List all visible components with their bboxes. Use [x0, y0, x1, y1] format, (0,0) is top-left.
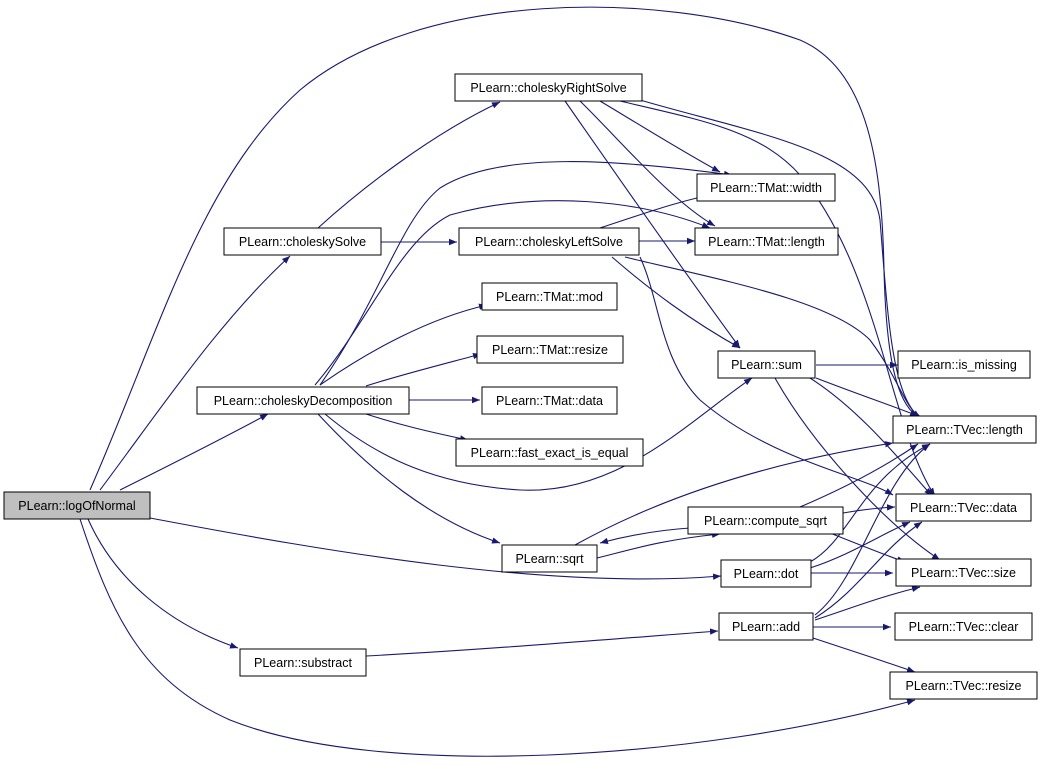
node-fast-exact-is-equal[interactable]: PLearn::fast_exact_is_equal	[455, 438, 644, 467]
node-label: PLearn::TVec::length	[906, 423, 1023, 437]
edge-decomp-tmat-mod	[319, 303, 488, 386]
node-label: PLearn::sqrt	[515, 552, 584, 566]
edge-decomp-sqrt	[317, 413, 501, 544]
node-choleskydecomposition[interactable]: PLearn::choleskyDecomposition	[196, 386, 410, 415]
nodes: PLearn::logOfNormal PLearn::choleskyRigh…	[3, 73, 1038, 700]
node-tvec-size[interactable]: PLearn::TVec::size	[895, 558, 1032, 587]
node-label: PLearn::TVec::data	[910, 501, 1017, 515]
node-sqrt[interactable]: PLearn::sqrt	[501, 544, 598, 573]
node-logofnormal[interactable]: PLearn::logOfNormal	[3, 491, 151, 520]
edge-add-tvec-data	[814, 521, 923, 619]
node-substract[interactable]: PLearn::substract	[239, 648, 367, 677]
edge-decomp-tmat-resize	[365, 352, 482, 387]
node-label: PLearn::TMat::resize	[492, 343, 608, 357]
edge-decomp-sum	[324, 377, 753, 491]
node-label: PLearn::choleskyLeftSolve	[475, 235, 623, 249]
node-tmat-mod[interactable]: PLearn::TMat::mod	[481, 282, 618, 311]
node-tvec-length[interactable]: PLearn::TVec::length	[892, 415, 1037, 444]
node-label: PLearn::TVec::clear	[909, 620, 1019, 634]
edge-substract-add	[365, 628, 719, 657]
node-choleskyrightsolve[interactable]: PLearn::choleskyRightSolve	[454, 73, 643, 102]
edge-sqrt-compute-sqrt	[596, 531, 721, 559]
node-add[interactable]: PLearn::add	[718, 612, 814, 641]
node-is-missing[interactable]: PLearn::is_missing	[897, 350, 1031, 379]
edge-sum-tvec-length	[815, 377, 919, 417]
edge-logofnormal-substract	[87, 518, 239, 649]
edge-add-tvec-length	[814, 443, 931, 616]
node-label: PLearn::substract	[254, 656, 352, 670]
edge-logofnormal-dot	[149, 517, 722, 580]
node-tmat-data[interactable]: PLearn::TMat::data	[481, 386, 618, 415]
edge-rightsolve-tmat-width	[599, 100, 721, 173]
edge-dot-tvec-length	[809, 443, 931, 563]
edge-logofnormal-tvec-resize	[79, 518, 916, 757]
node-choleskysolve[interactable]: PLearn::choleskySolve	[223, 227, 382, 256]
edge-dot-tvec-data	[809, 521, 911, 569]
edge-choleskysolve-choleskyrightsolve	[317, 101, 501, 229]
node-label: PLearn::TMat::width	[710, 181, 822, 195]
edge-sqrt-tvec-length	[574, 441, 894, 546]
edge-compute-sqrt-tvec-data	[842, 504, 896, 514]
node-label: PLearn::compute_sqrt	[704, 514, 828, 528]
node-dot[interactable]: PLearn::dot	[720, 559, 812, 588]
edges	[79, 6, 941, 757]
node-tmat-resize[interactable]: PLearn::TMat::resize	[476, 335, 624, 364]
node-tmat-length[interactable]: PLearn::TMat::length	[694, 227, 839, 256]
node-label: PLearn::choleskyDecomposition	[214, 394, 393, 408]
node-label: PLearn::is_missing	[911, 358, 1017, 372]
edge-leftsolve-tvec-data	[639, 256, 894, 496]
edge-leftsolve-tvec-length	[624, 256, 923, 419]
node-tvec-resize[interactable]: PLearn::TVec::resize	[889, 671, 1038, 700]
node-label: PLearn::choleskyRightSolve	[470, 81, 626, 95]
node-tvec-clear[interactable]: PLearn::TVec::clear	[894, 612, 1033, 641]
node-label: PLearn::fast_exact_is_equal	[471, 446, 629, 460]
node-label: PLearn::add	[732, 620, 800, 634]
node-label: PLearn::TVec::size	[911, 566, 1016, 580]
node-label: PLearn::choleskySolve	[239, 235, 366, 249]
edge-rightsolve-tmat-length	[579, 100, 716, 227]
node-compute-sqrt[interactable]: PLearn::compute_sqrt	[687, 506, 844, 535]
node-sum[interactable]: PLearn::sum	[717, 350, 816, 379]
edge-sum-tvec-size	[774, 377, 941, 561]
node-label: PLearn::TMat::mod	[496, 290, 603, 304]
edge-rightsolve-sum	[564, 100, 741, 349]
node-label: PLearn::dot	[734, 567, 799, 581]
edge-compute-sqrt-tvec-length	[799, 443, 919, 508]
edge-add-tvec-size	[814, 585, 921, 621]
node-tvec-data[interactable]: PLearn::TVec::data	[895, 493, 1032, 522]
edge-decomp-tmat-length	[314, 200, 711, 386]
node-label: PLearn::logOfNormal	[18, 499, 135, 513]
node-choleskyleftsolve[interactable]: PLearn::choleskyLeftSolve	[458, 227, 640, 256]
node-label: PLearn::TVec::resize	[905, 679, 1021, 693]
edge-rightsolve-tvec-data	[619, 100, 936, 497]
edge-sum-tvec-data	[809, 377, 933, 497]
edge-logofnormal-choleskysolve	[99, 255, 291, 491]
edge-leftsolve-sum	[611, 256, 741, 349]
edge-logofnormal-choleskydecomposition	[119, 413, 269, 491]
edge-compute-sqrt-sqrt	[599, 527, 691, 545]
node-label: PLearn::TMat::length	[708, 235, 825, 249]
edge-decomp-tmat-width	[319, 161, 733, 386]
node-label: PLearn::sum	[731, 358, 802, 372]
edge-decomp-fast-exact	[365, 413, 469, 442]
node-tmat-width[interactable]: PLearn::TMat::width	[696, 173, 836, 202]
node-label: PLearn::TMat::data	[496, 394, 603, 408]
edge-add-tvec-resize	[812, 637, 916, 673]
